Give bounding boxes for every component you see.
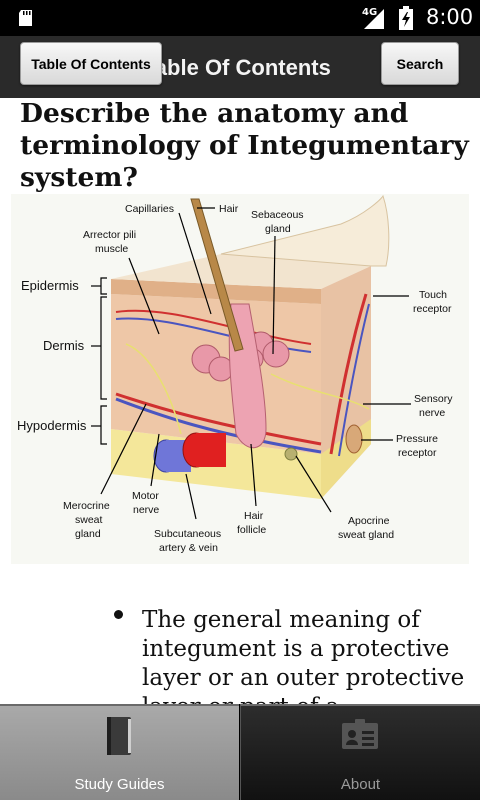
label-subcutaneous-2: artery & vein <box>159 542 218 554</box>
label-sensory-1: Sensory <box>414 393 453 405</box>
content-area[interactable]: Describe the anatomy and terminology of … <box>0 98 480 704</box>
contact-card-icon <box>342 719 378 749</box>
label-sebaceous-2: gland <box>265 223 291 235</box>
sd-card-icon <box>19 10 32 26</box>
label-epidermis: Epidermis <box>21 278 79 293</box>
bottom-tab-bar: Study Guides About <box>0 704 480 800</box>
label-motor-1: Motor <box>132 490 159 502</box>
status-clock: 8:00 <box>426 5 474 29</box>
table-of-contents-button[interactable]: Table Of Contents <box>20 42 162 85</box>
label-sensory-2: nerve <box>419 407 445 419</box>
signal-icon <box>364 9 384 29</box>
bullet-icon <box>114 610 123 619</box>
label-subcutaneous-1: Subcutaneous <box>154 528 221 540</box>
label-apocrine-1: Apocrine <box>348 515 390 527</box>
label-arrector-1: Arrector pili <box>83 229 136 241</box>
network-type-label: 4G <box>362 7 378 18</box>
skin-diagram: Epidermis Dermis Hypodermis Capillaries … <box>17 194 453 554</box>
tab-study-guides-label: Study Guides <box>74 776 165 793</box>
label-pressure-1: Pressure <box>396 433 438 445</box>
tab-study-guides[interactable]: Study Guides <box>0 704 239 800</box>
label-hair-follicle-1: Hair <box>244 510 264 522</box>
label-touch-1: Touch <box>419 289 447 301</box>
label-dermis: Dermis <box>43 338 85 353</box>
status-bar: 4G 8:00 <box>0 0 480 36</box>
book-icon <box>107 717 131 755</box>
label-hair-follicle-2: follicle <box>237 524 266 536</box>
search-button[interactable]: Search <box>381 42 459 85</box>
label-pressure-2: receptor <box>398 447 437 459</box>
question-heading: Describe the anatomy and terminology of … <box>20 98 469 193</box>
bullet-paragraph: The general meaning of integument is a p… <box>142 607 465 704</box>
battery-icon <box>399 6 413 30</box>
label-touch-2: receptor <box>413 303 452 315</box>
label-capillaries: Capillaries <box>125 203 174 215</box>
label-sebaceous-1: Sebaceous <box>251 209 304 221</box>
tab-about-label: About <box>340 776 381 793</box>
label-merocrine-3: gland <box>75 528 101 540</box>
label-hypodermis: Hypodermis <box>17 418 87 433</box>
label-hair: Hair <box>219 203 239 215</box>
action-bar-title: Table Of Contents <box>143 55 331 80</box>
skin-anatomy-figure: Epidermis Dermis Hypodermis Capillaries … <box>11 194 469 564</box>
label-merocrine-1: Merocrine <box>63 500 110 512</box>
label-apocrine-2: sweat gland <box>338 529 394 541</box>
label-arrector-2: muscle <box>95 243 128 255</box>
label-motor-2: nerve <box>133 504 159 516</box>
label-merocrine-2: sweat <box>75 514 103 526</box>
